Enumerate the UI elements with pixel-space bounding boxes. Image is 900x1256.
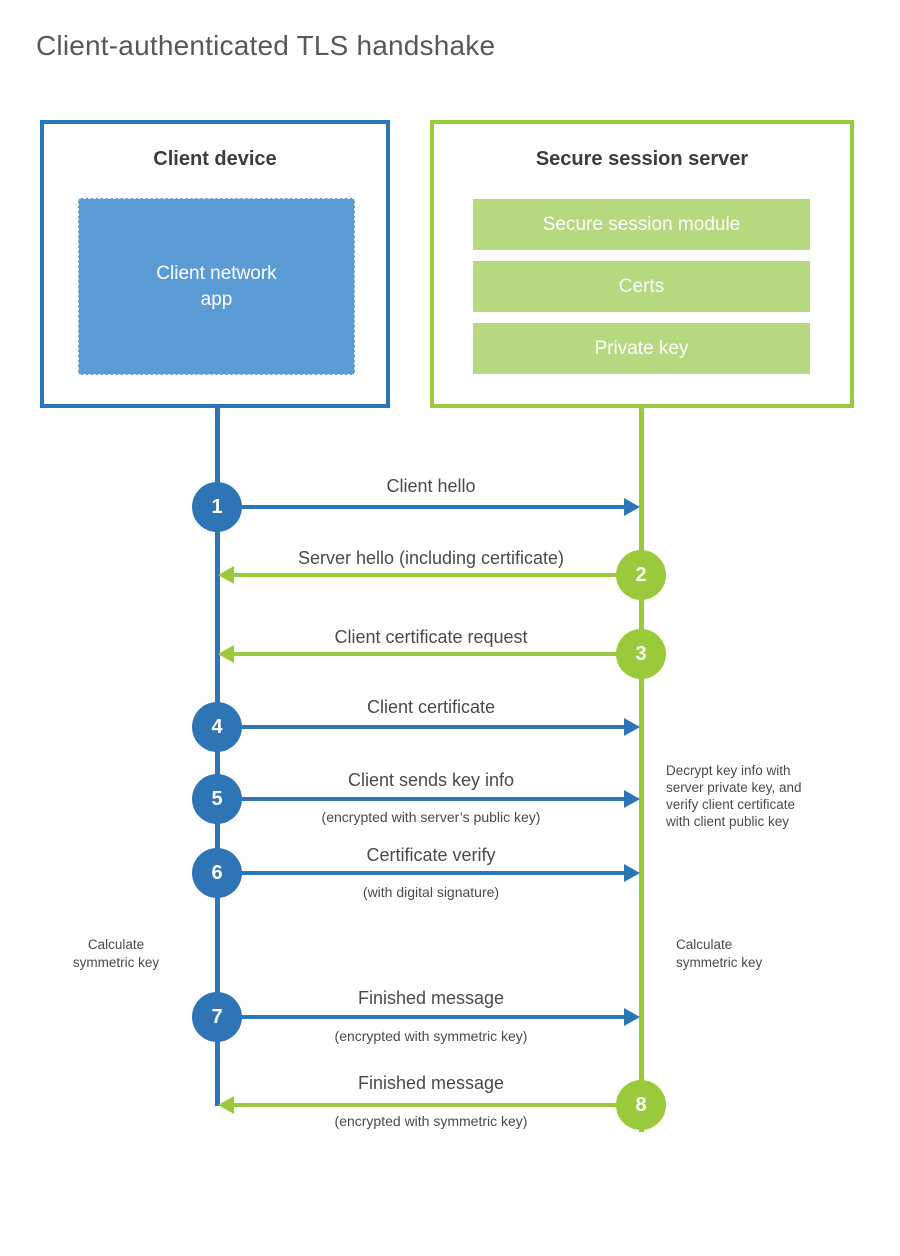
step-number-badge: 2 — [616, 550, 666, 600]
message-label: Client certificate — [366, 697, 496, 717]
message-label: Certificate verify — [366, 845, 496, 865]
message-sublabel: (with digital signature) — [362, 884, 500, 900]
server-lifeline — [639, 406, 644, 1132]
message-label: Finished message — [357, 988, 505, 1008]
secure-session-server-heading: Secure session server — [535, 148, 749, 170]
message-arrow-right — [220, 1008, 640, 1026]
message-sublabel: (encrypted with symmetric key) — [334, 1028, 528, 1044]
step-number-badge: 4 — [192, 702, 242, 752]
message-sublabel: (encrypted with server’s public key) — [321, 809, 541, 825]
message-label: Server hello (including certificate) — [297, 548, 565, 568]
step-number-badge: 1 — [192, 482, 242, 532]
message-label: Finished message — [357, 1073, 505, 1093]
client-network-app-box: Client network app — [78, 198, 355, 375]
server-module-private-key: Private key — [473, 323, 810, 374]
client-device-heading: Client device — [153, 148, 277, 170]
message-arrow-right — [220, 864, 640, 882]
client-calculate-key-note: Calculate symmetric key — [72, 937, 160, 970]
step-number-badge: 6 — [192, 848, 242, 898]
message-arrow-left — [218, 566, 638, 584]
step-number-badge: 7 — [192, 992, 242, 1042]
message-sublabel: (encrypted with symmetric key) — [334, 1113, 528, 1129]
step-number-badge: 3 — [616, 629, 666, 679]
diagram-title: Client-authenticated TLS handshake — [36, 30, 496, 61]
step-number-badge: 8 — [616, 1080, 666, 1130]
message-label: Client certificate request — [334, 627, 528, 647]
server-decrypt-note: Decrypt key info with server private key… — [666, 763, 802, 829]
message-arrow-right — [220, 498, 640, 516]
message-arrow-left — [218, 1096, 638, 1114]
step-number-badge: 5 — [192, 774, 242, 824]
message-label: Client sends key info — [347, 770, 515, 790]
client-lifeline — [215, 406, 220, 1106]
message-arrow-right — [220, 790, 640, 808]
server-calculate-key-note: Calculate symmetric key — [676, 937, 763, 970]
server-module-secure-session: Secure session module — [473, 199, 810, 250]
message-label: Client hello — [386, 476, 476, 496]
message-arrow-right — [220, 718, 640, 736]
message-arrow-left — [218, 645, 638, 663]
server-module-certs: Certs — [473, 261, 810, 312]
